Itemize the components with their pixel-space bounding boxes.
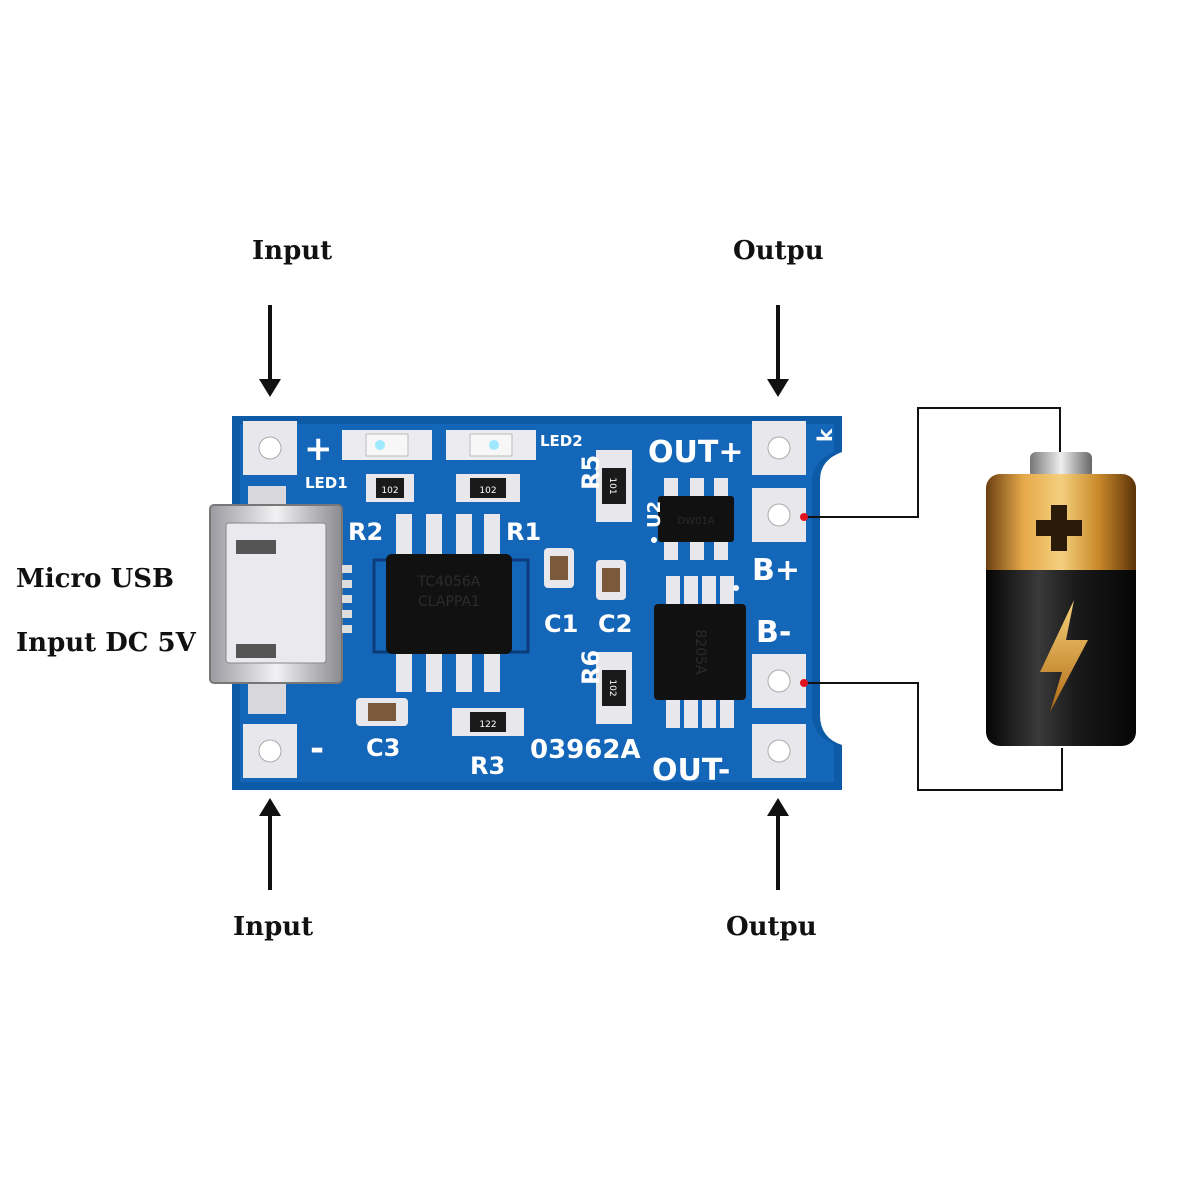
micro-usb-connector [209,486,352,714]
resistor-r6: 102 [596,652,632,724]
charger-ic: TC4056A CLAPPA1 [372,514,530,692]
silk-c3: C3 [366,734,400,762]
silk-plus: + [304,429,333,469]
silk-r3: R3 [470,752,505,780]
resistor-r1: 102 [456,474,520,502]
silk-r2: R2 [348,518,383,546]
silk-r6: R6 [577,650,605,685]
silk-out-minus: OUT- [652,753,730,788]
silk-b-plus: B+ [752,553,800,588]
pad-input-minus [243,724,297,778]
pad-input-plus [243,421,297,475]
output-label-bottom: Outpu [726,912,817,942]
resistor-r2-code: 102 [381,486,398,496]
resistor-r3-code: 122 [479,720,496,730]
silk-u2: U2 [644,501,665,528]
charger-ic-marking-2: CLAPPA1 [418,594,480,610]
input-label-top: Input [252,236,333,266]
silk-dot-u2 [651,537,657,543]
silk-board-id: 03962A [530,735,641,765]
mosfet-marking: 8205A [692,629,708,675]
micro-usb-label: Micro USB [16,564,175,594]
charger-ic-marking-1: TC4056A [417,574,481,590]
silk-dot-mosfet [733,585,739,591]
input-dc-label: Input DC 5V [16,628,196,658]
capacitor-c2 [596,560,626,600]
pad-out-minus [752,724,806,778]
output-label-top: Outpu [733,236,824,266]
battery-plus-icon [1036,505,1082,551]
protection-ic-small: DW01A [658,478,734,560]
capacitor-c1 [544,548,574,588]
silk-led1: LED1 [305,474,348,492]
input-arrow-top [259,305,281,397]
output-arrow-top [767,305,789,397]
lightning-bolt-icon [1040,600,1088,712]
resistor-r2: 102 [366,474,414,502]
battery-image [986,452,1136,746]
led2-component [446,430,536,460]
silk-r5: R5 [577,455,605,490]
silk-r1: R1 [506,518,541,546]
battery-wires [804,407,1063,791]
resistor-r6-code: 102 [607,679,617,696]
silk-b-minus: B- [756,615,791,650]
resistor-r1-code: 102 [479,486,496,496]
resistor-r5: 101 [596,450,632,522]
terminal-dot-b-minus [800,679,808,687]
pad-b-minus [752,654,806,708]
silk-c1: C1 [544,610,578,638]
output-arrow-bottom [767,798,789,890]
input-arrow-bottom [259,798,281,890]
silk-out-plus: OUT+ [648,435,743,470]
terminal-dot-b-plus [800,513,808,521]
pad-out-plus [752,421,806,475]
silk-led2: LED2 [540,432,583,450]
pad-b-plus [752,488,806,542]
capacitor-c3 [356,698,408,726]
protection-ic-small-marking: DW01A [677,516,714,527]
silk-c2: C2 [598,610,632,638]
mosfet-ic: 8205A [654,576,746,728]
resistor-r5-code: 101 [607,477,617,494]
silk-minus: - [310,729,324,769]
input-label-bottom: Input [233,912,314,942]
silk-k: k [813,428,837,442]
led1-component [342,430,432,460]
resistor-r3: 122 [452,708,524,736]
